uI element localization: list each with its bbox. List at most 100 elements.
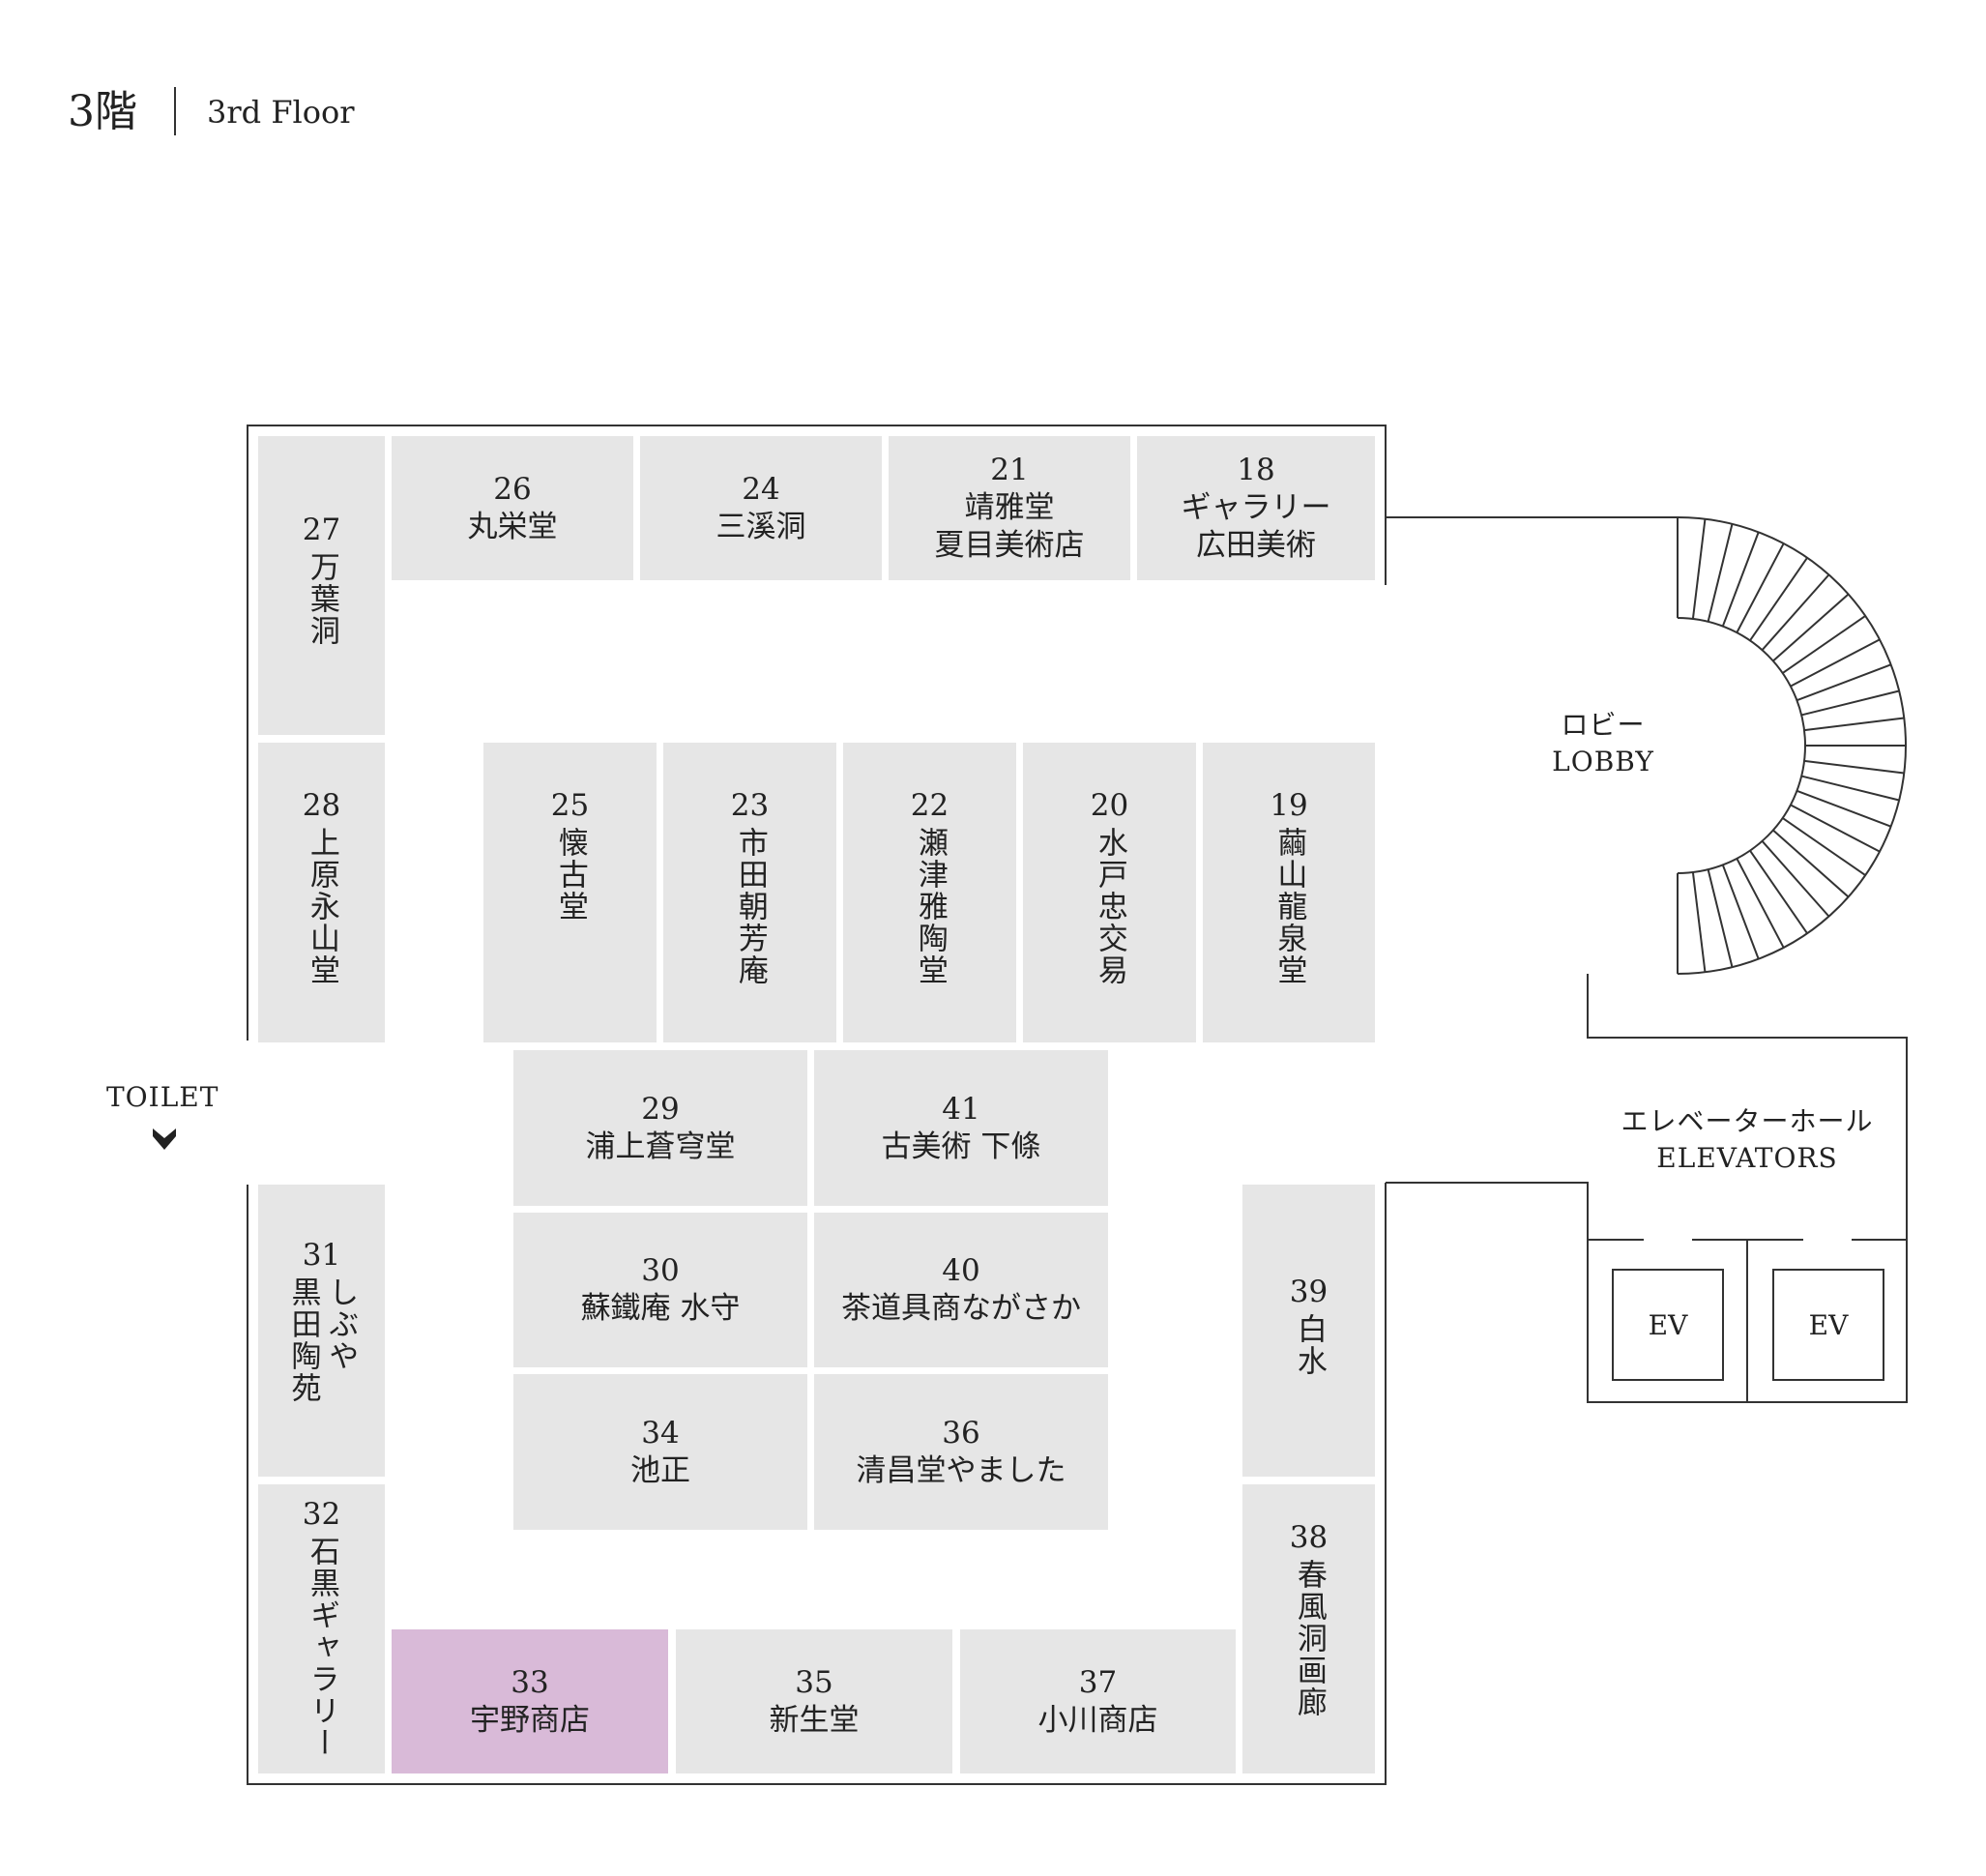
booth-number: 29 <box>641 1091 680 1127</box>
booth-name: 万葉洞 <box>304 550 339 647</box>
booth-name: 白水 <box>1291 1312 1327 1377</box>
booth-name: 上原永山堂 <box>304 826 339 986</box>
booth-number: 38 <box>1289 1520 1329 1555</box>
booth-24[interactable]: 24 三溪洞 <box>640 436 882 580</box>
booth-number: 19 <box>1270 788 1308 823</box>
booth-number: 40 <box>942 1253 980 1289</box>
stair-step <box>1736 858 1785 949</box>
booth-25[interactable]: 25 懐古堂 <box>483 743 657 1042</box>
lobby-label-jp: ロビー <box>1561 709 1646 741</box>
booth-35[interactable]: 35 新生堂 <box>676 1629 952 1773</box>
stair-step <box>1761 573 1830 651</box>
booth-41[interactable]: 41 古美術 下條 <box>814 1050 1108 1206</box>
booth-number: 24 <box>742 471 780 507</box>
floor-title-en: 3rd Floor <box>207 94 355 131</box>
lobby-staircase <box>1677 516 1907 975</box>
stair-step <box>1749 557 1808 641</box>
booth-19[interactable]: 19 繭山龍泉堂 <box>1203 743 1375 1042</box>
booth-number: 33 <box>511 1664 549 1700</box>
hall-wall-bottom <box>247 1183 1387 1785</box>
booth-38[interactable]: 38 春風洞画廊 <box>1242 1484 1375 1773</box>
stair-step <box>1761 840 1830 918</box>
booth-number: 21 <box>990 453 1029 488</box>
booth-40[interactable]: 40 茶道具商ながさか <box>814 1213 1108 1367</box>
elevator-label: EV <box>1808 1308 1849 1341</box>
booth-name: しぶや 黒田陶苑 <box>285 1275 359 1404</box>
stair-step <box>1691 518 1707 620</box>
booth-name: 水戸忠交易 <box>1092 826 1127 986</box>
booth-number: 32 <box>302 1497 341 1532</box>
stair-step <box>1691 871 1707 973</box>
booth-28[interactable]: 28 上原永山堂 <box>258 743 385 1042</box>
booth-name: 市田朝芳庵 <box>732 826 768 986</box>
stair-step <box>1803 717 1905 732</box>
booth-29[interactable]: 29 浦上蒼穹堂 <box>513 1050 807 1206</box>
booth-27[interactable]: 27 万葉洞 <box>258 436 385 735</box>
booth-33[interactable]: 33 宇野商店 <box>392 1629 668 1773</box>
stair-step <box>1800 775 1900 802</box>
booth-number: 37 <box>1078 1664 1118 1700</box>
stair-step <box>1707 868 1734 968</box>
booth-name: 繭山龍泉堂 <box>1271 826 1307 986</box>
booth-23[interactable]: 23 市田朝芳庵 <box>663 743 836 1042</box>
booth-30[interactable]: 30 蘇鐵庵 水守 <box>513 1213 807 1367</box>
elevators-label-jp: エレベーターホール <box>1621 1105 1874 1137</box>
stair-step <box>1790 638 1881 688</box>
elevator-label: EV <box>1648 1308 1688 1341</box>
booth-name: 三溪洞 <box>716 509 806 544</box>
booth-32[interactable]: 32 石黒ギャラリー <box>258 1484 385 1773</box>
booth-18[interactable]: 18 ギャラリー 広田美術 <box>1137 436 1375 580</box>
elevator-divider <box>1588 1239 1907 1402</box>
booth-name: 茶道具商ながさか <box>841 1291 1081 1326</box>
booth-name: 清昌堂やました <box>856 1452 1066 1488</box>
booth-name: 石黒ギャラリー <box>304 1535 339 1759</box>
hall-wall-top <box>247 425 1387 1041</box>
booth-number: 25 <box>550 788 590 823</box>
stair-step <box>1790 804 1881 853</box>
booth-36[interactable]: 36 清昌堂やました <box>814 1374 1108 1530</box>
toilet-arrow-icon <box>153 1129 176 1150</box>
booth-number: 39 <box>1289 1275 1329 1309</box>
booth-22[interactable]: 22 瀬津雅陶堂 <box>843 743 1016 1042</box>
elevator-2[interactable]: EV <box>1772 1269 1884 1381</box>
elevators-label-en: ELEVATORS <box>1656 1142 1838 1174</box>
stair-step <box>1782 615 1866 674</box>
booth-39[interactable]: 39 白水 <box>1242 1185 1375 1477</box>
booth-37[interactable]: 37 小川商店 <box>960 1629 1236 1773</box>
booth-name: 蘇鐵庵 水守 <box>580 1291 741 1326</box>
booth-number: 28 <box>302 788 341 823</box>
booth-number: 30 <box>641 1253 680 1289</box>
booth-name: 浦上蒼穹堂 <box>585 1129 736 1164</box>
lobby-label: ロビー LOBBY <box>1526 707 1680 780</box>
booth-number: 20 <box>1090 788 1129 823</box>
booth-name: 丸栄堂 <box>467 509 558 544</box>
stair-step <box>1721 531 1760 627</box>
lobby-wall-right <box>1386 974 1908 1403</box>
booth-name: 懐古堂 <box>552 826 588 923</box>
lobby-label-en: LOBBY <box>1552 746 1654 777</box>
stair-step <box>1749 850 1808 934</box>
booth-number: 26 <box>493 471 532 507</box>
booth-number: 27 <box>302 513 341 547</box>
booth-name: ギャラリー 広田美術 <box>1181 490 1331 563</box>
booth-34[interactable]: 34 池正 <box>513 1374 807 1530</box>
booth-number: 22 <box>910 788 949 823</box>
floor-title-jp: 3階 <box>68 87 137 136</box>
booth-26[interactable]: 26 丸栄堂 <box>392 436 633 580</box>
header-divider <box>174 87 176 135</box>
booth-name: 靖雅堂 夏目美術店 <box>934 490 1085 563</box>
booth-number: 23 <box>730 788 770 823</box>
toilet-label: TOILET <box>106 1081 219 1113</box>
booth-name: 新生堂 <box>769 1702 860 1738</box>
booth-21[interactable]: 21 靖雅堂 夏目美術店 <box>889 436 1130 580</box>
stair-step <box>1803 759 1905 775</box>
booth-20[interactable]: 20 水戸忠交易 <box>1023 743 1196 1042</box>
elevator-1[interactable]: EV <box>1612 1269 1724 1381</box>
booth-number: 34 <box>641 1415 680 1451</box>
booth-31[interactable]: 31 しぶや 黒田陶苑 <box>258 1185 385 1477</box>
booth-name: 小川商店 <box>1037 1702 1158 1738</box>
booth-name: 宇野商店 <box>470 1702 590 1738</box>
booth-name: 春風洞画廊 <box>1291 1558 1327 1718</box>
stair-step <box>1707 523 1734 623</box>
